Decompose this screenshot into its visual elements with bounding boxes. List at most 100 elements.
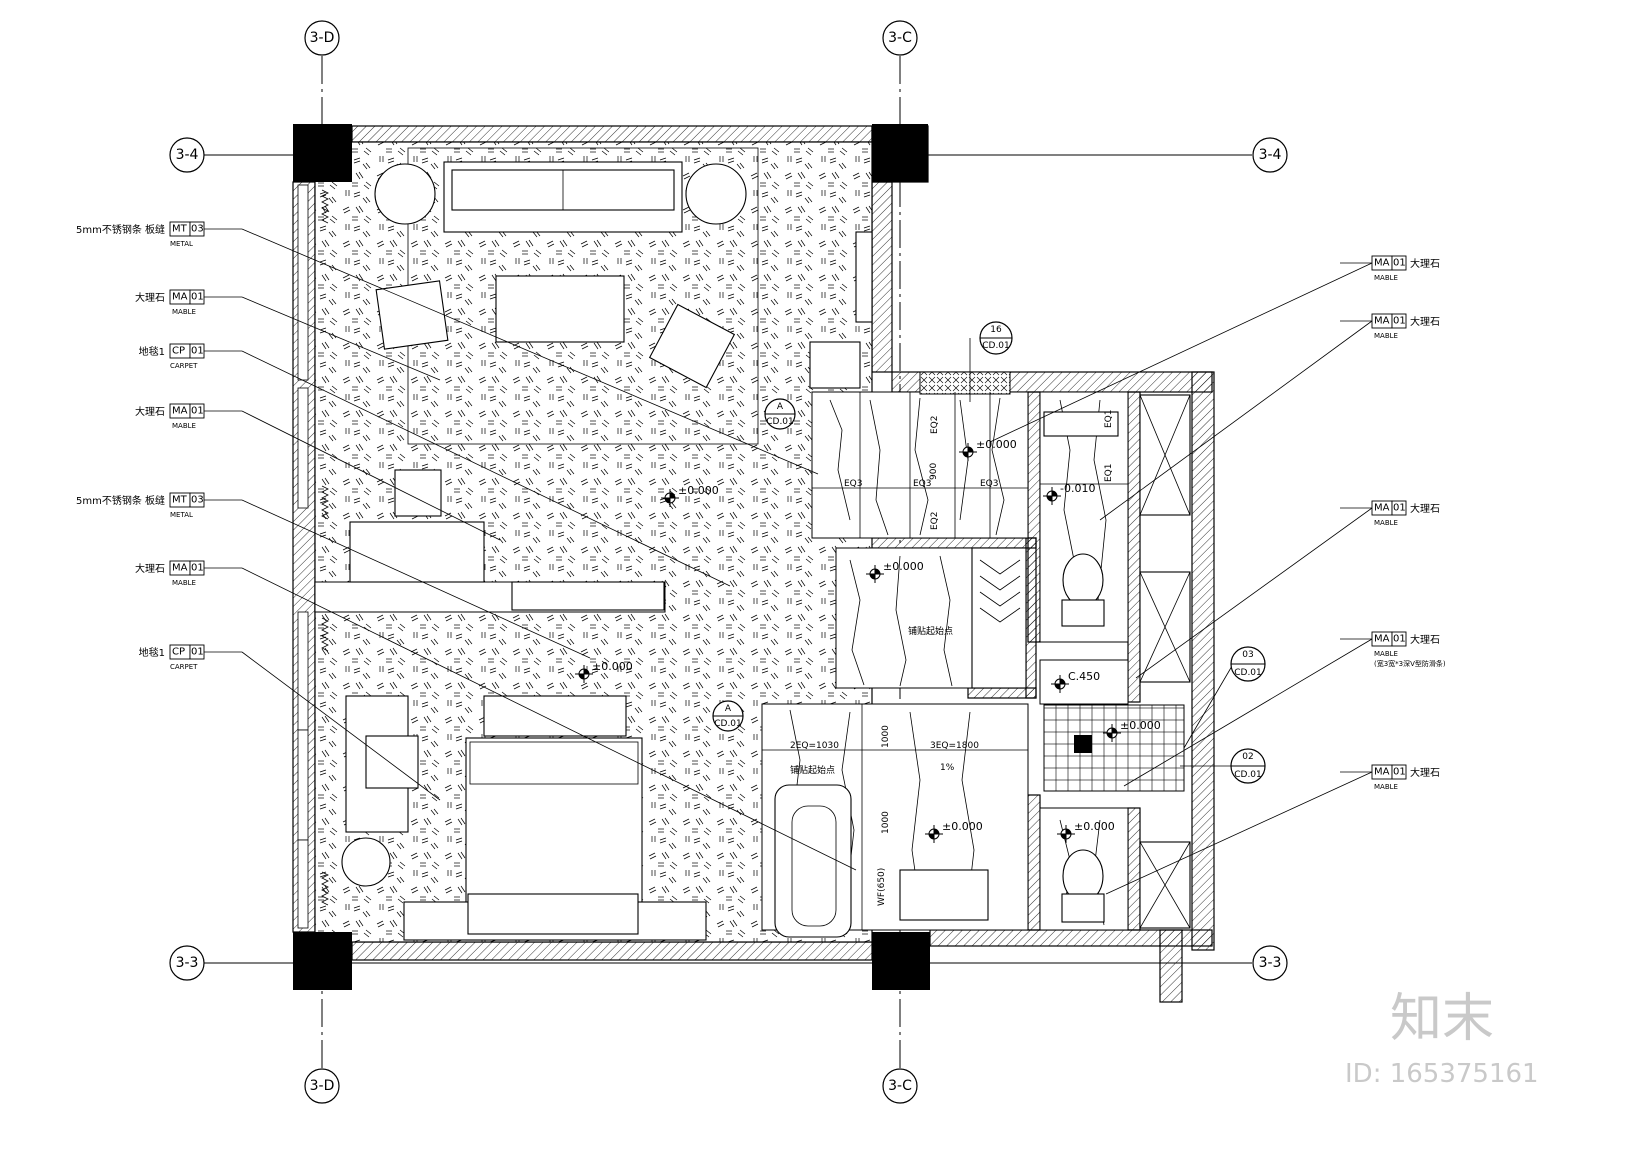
- grid-bubble-left-bottom: 3-3: [169, 945, 205, 981]
- detail-callout: 03 CD.01: [1230, 646, 1266, 682]
- callout-bottom: CD.01: [1234, 770, 1262, 780]
- grid-bubble-left-top: 3-4: [169, 137, 205, 173]
- material-tag-left: 大理石 MA 01 MABLE: [135, 289, 242, 316]
- callout-top: A: [777, 402, 784, 412]
- callout-top: A: [725, 704, 732, 714]
- dim-label: EQ1: [1104, 464, 1114, 483]
- tag-code: MA: [1374, 316, 1390, 327]
- tag-num: 01: [191, 346, 204, 357]
- level-label: ±0.000: [942, 820, 983, 833]
- dimension-labels: EQ3 EQ3 EQ3 EQ2 EQ2 900 EQ1 EQ1 2EQ=1030…: [790, 410, 1114, 907]
- tag-code: MA: [1374, 767, 1390, 778]
- tag-num: 01: [191, 647, 204, 658]
- tag-code: MA: [1374, 634, 1390, 645]
- dim-label: EQ3: [913, 479, 932, 489]
- tag-code: MA: [1374, 258, 1390, 269]
- tag-sub: MABLE: [1374, 274, 1398, 282]
- level-label: -0.010: [1060, 482, 1095, 495]
- callout-bottom: CD.01: [714, 719, 742, 729]
- tag-label: 大理石: [1410, 502, 1440, 515]
- level-markers: ±0.000 ±0.000 ±0.000 ±0.000 -0.010 ±0.00…: [575, 438, 1161, 843]
- tag-sub: MABLE: [1374, 783, 1398, 791]
- dim-label: 3EQ=1800: [930, 741, 979, 751]
- material-tag-right: MA 01 大理石 MABLE (宽3宽*3深V型防滑条): [1340, 631, 1446, 668]
- detail-callout: 02 CD.01: [1230, 748, 1266, 784]
- material-tag-left: 5mm不锈钢条 板缝 MT 03 METAL: [76, 221, 242, 248]
- callout-top: 16: [990, 325, 1002, 335]
- tag-label: 5mm不锈钢条 板缝: [76, 494, 165, 507]
- callout-bottom: CD.01: [982, 341, 1010, 351]
- tag-note: (宽3宽*3深V型防滑条): [1374, 659, 1446, 668]
- callout-top: 03: [1242, 650, 1253, 660]
- tag-sub: MABLE: [1374, 650, 1398, 658]
- tag-num: 01: [1393, 634, 1406, 645]
- tag-sub: MABLE: [1374, 332, 1398, 340]
- tag-label: 大理石: [135, 405, 165, 418]
- level-label: ±0.000: [1074, 820, 1115, 833]
- bedroom-furniture: [341, 695, 707, 941]
- note-label: 铺贴起始点: [908, 625, 953, 637]
- material-tag-right: MA 01 大理石 MABLE: [1340, 500, 1440, 527]
- tag-code: MA: [1374, 503, 1390, 514]
- dim-label: EQ3: [980, 479, 999, 489]
- callout-bottom: CD.01: [766, 417, 794, 427]
- detail-callout: A CD.01: [712, 700, 744, 732]
- note-label: 铺贴起始点: [790, 764, 835, 776]
- tag-label: 大理石: [135, 291, 165, 304]
- callout-bottom: CD.01: [1234, 668, 1262, 678]
- bathroom-fixtures: [774, 394, 1191, 938]
- material-tag-left: 5mm不锈钢条 板缝 MT 03 METAL: [76, 492, 242, 519]
- tag-code: MA: [172, 563, 188, 574]
- tag-num: 01: [191, 563, 204, 574]
- grid-bubble-label: 3-D: [310, 30, 335, 46]
- dim-label: WF(650): [877, 868, 887, 906]
- tag-label: 5mm不锈钢条 板缝: [76, 223, 165, 236]
- material-tag-right: MA 01 大理石 MABLE: [1340, 255, 1440, 282]
- tag-label: 地毯1: [139, 646, 165, 659]
- tag-sub: METAL: [170, 240, 193, 248]
- tag-num: 01: [1393, 767, 1406, 778]
- level-label: ±0.000: [678, 484, 719, 497]
- tag-code: MT: [172, 224, 188, 235]
- tag-num: 01: [1393, 316, 1406, 327]
- dim-label: EQ2: [930, 416, 940, 435]
- grid-bubble-right-top: 3-4: [1252, 137, 1288, 173]
- dim-label: EQ3: [844, 479, 863, 489]
- level-label: ±0.000: [592, 660, 633, 673]
- grid-bubble-bottom-left: 3-D: [304, 1068, 340, 1104]
- grid-bubble-label: 3-D: [310, 1078, 335, 1094]
- tag-num: 01: [1393, 258, 1406, 269]
- watermark-brand: 知末: [1390, 989, 1494, 1049]
- grid-bubble-label: 3-C: [888, 1078, 912, 1094]
- grid-bubble-label: 3-4: [176, 147, 199, 163]
- level-label: ±0.000: [1120, 719, 1161, 732]
- tag-code: MA: [172, 292, 188, 303]
- tag-num: 01: [191, 406, 204, 417]
- level-label: ±0.000: [976, 438, 1017, 451]
- grid-bubble-label: 3-C: [888, 30, 912, 46]
- dim-label: 900: [929, 463, 939, 480]
- tag-code: MT: [172, 495, 188, 506]
- tag-sub: METAL: [170, 511, 193, 519]
- level-label: C.450: [1068, 670, 1100, 683]
- material-tag-left: 大理石 MA 01 MABLE: [135, 403, 242, 430]
- tag-label: 大理石: [1410, 315, 1440, 328]
- watermark: 知末 ID: 165375161: [1345, 989, 1539, 1089]
- material-tag-left: 地毯1 CP 01 CARPET: [139, 644, 242, 671]
- material-tag-right: MA 01 大理石 MABLE: [1340, 764, 1440, 791]
- tag-sub: CARPET: [170, 663, 198, 671]
- tag-sub: MABLE: [172, 579, 196, 587]
- dim-label: 1%: [940, 763, 955, 773]
- structural-columns: [293, 124, 930, 990]
- grid-bubble-top-left: 3-D: [304, 20, 340, 56]
- dim-label: EQ1: [1104, 410, 1114, 429]
- tag-sub: CARPET: [170, 362, 198, 370]
- tag-code: CP: [172, 647, 185, 658]
- tag-sub: MABLE: [172, 308, 196, 316]
- detail-callout: 16 CD.01: [979, 321, 1013, 355]
- tag-code: CP: [172, 346, 185, 357]
- tag-label: 大理石: [1410, 633, 1440, 646]
- callout-top: 02: [1242, 752, 1253, 762]
- leader-lines: [241, 228, 1373, 895]
